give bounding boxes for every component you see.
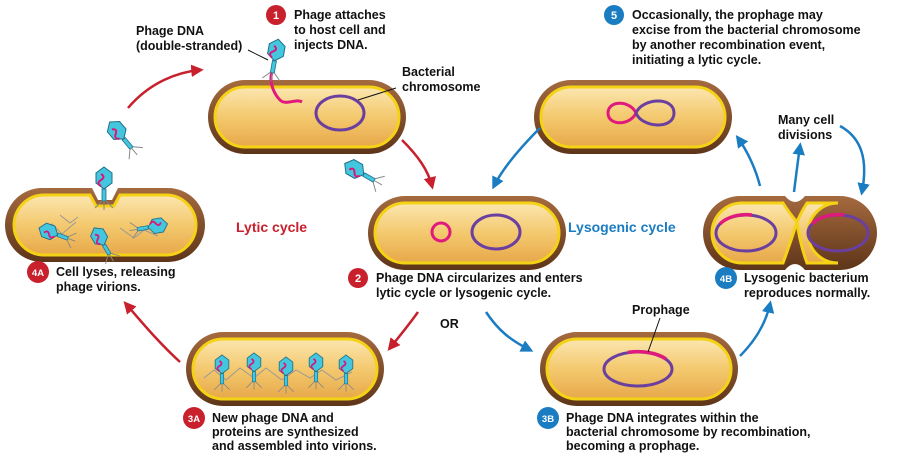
step-3a: 3A New phage DNA and proteins are synthe… (183, 407, 377, 453)
step-2-text: Phage DNA circularizes and enters lytic … (376, 271, 586, 300)
step-3a-text: New phage DNA and proteins are synthesiz… (212, 411, 377, 453)
arrow-lytic-2-to-3a (387, 311, 420, 351)
step-badge-text: 4B (720, 274, 732, 285)
leader-bacterial-chromosome (357, 87, 397, 101)
lysogenic-cycle-label: Lysogenic cycle (568, 219, 676, 235)
attached-phage-icon (260, 36, 289, 85)
bacterial-chromosome-shape (470, 213, 522, 251)
bacterial-chromosome-label: Bacterial chromosome (402, 65, 481, 94)
step-1: 1 Phage attaches to host cell and inject… (266, 5, 389, 52)
step-1-text: Phage attaches to host cell and injects … (294, 8, 389, 52)
step-4b: 4B Lysogenic bacterium reproduces normal… (715, 267, 872, 300)
step-3b-text: Phage DNA integrates within the bacteria… (566, 411, 814, 453)
released-phage-icon (339, 154, 388, 194)
injected-phage-dna (269, 71, 303, 104)
leader-phage-dna (247, 49, 269, 61)
step-badge (266, 5, 286, 25)
lytic-cycle-label: Lytic cycle (236, 219, 307, 235)
arrow-lysogenic-2-to-3b (484, 311, 534, 352)
bacterial-chromosome-shape (314, 94, 366, 132)
step-4a-text: Cell lyses, releasing phage virions. (56, 265, 179, 294)
step-badge-text: 3A (188, 414, 200, 425)
step-5-text: Occasionally, the prophage may excise fr… (632, 8, 864, 67)
bacterial-chromosome-shape (634, 99, 676, 127)
released-phage-icon (101, 115, 146, 162)
arrow-lytic-3a-to-4a (123, 301, 181, 363)
step-badge (715, 267, 737, 289)
cell-attachment (208, 36, 406, 154)
arrow-lysogenic-divisions-up (792, 142, 805, 193)
cell-synthesizing (186, 332, 384, 406)
step-badge-text: 4A (32, 268, 44, 279)
arrow-lytic-1-to-2 (401, 139, 436, 190)
step-badge (537, 407, 559, 429)
step-badge-text: 2 (355, 273, 361, 285)
many-cell-divisions-label: Many cell divisions (778, 113, 838, 142)
arrow-lysogenic-divisions-loop (839, 124, 870, 196)
step-badge (27, 261, 49, 283)
cell-dividing (703, 196, 877, 270)
arrow-lytic-4a-to-1 (127, 64, 204, 109)
excising-prophage-loop (606, 101, 638, 125)
step-4b-text: Lysogenic bacterium reproduces normally. (744, 271, 872, 300)
step-4a: 4A Cell lyses, releasing phage virions. (27, 261, 179, 294)
step-badge (604, 5, 624, 25)
cell-prophage (540, 332, 738, 406)
cell-circularized (368, 196, 566, 270)
leader-prophage (647, 317, 661, 353)
step-badge-text: 1 (273, 10, 279, 22)
step-2: 2 Phage DNA circularizes and enters lyti… (348, 268, 586, 300)
step-badge-text: 5 (611, 10, 617, 22)
step-badge (348, 268, 368, 288)
phage-dna-label: Phage DNA (double-stranded) (136, 24, 242, 53)
prophage-segment (810, 212, 845, 226)
step-3b: 3B Phage DNA integrates within the bacte… (537, 407, 814, 453)
step-5: 5 Occasionally, the prophage may excise … (604, 5, 864, 67)
step-badge-text: 3B (542, 414, 554, 425)
prophage-segment (718, 212, 753, 226)
arrow-lysogenic-5-to-2 (492, 127, 541, 190)
arrow-lysogenic-3b-to-4b (739, 300, 775, 357)
cell-lysing (5, 166, 205, 267)
arrow-lysogenic-4b-to-5 (735, 134, 762, 187)
prophage-label: Prophage (632, 303, 690, 317)
prophage-segment (627, 349, 668, 361)
step-badge (183, 407, 205, 429)
or-label: OR (440, 317, 459, 331)
cell-excision (534, 80, 732, 154)
circular-phage-dna (430, 221, 452, 243)
